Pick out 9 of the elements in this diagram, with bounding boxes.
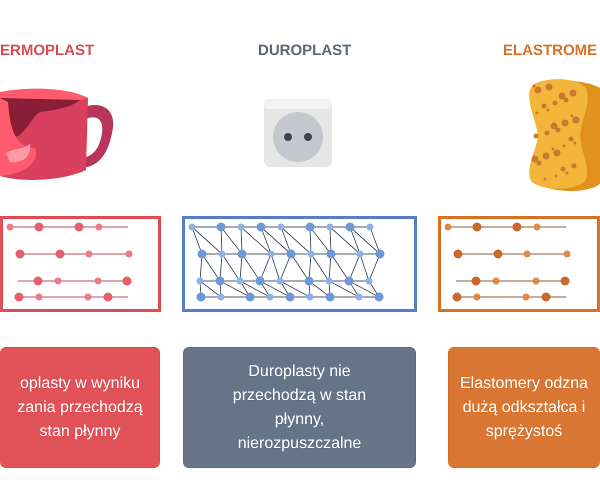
description-text: oplasty w wyniku zania przechodzą stan płynny	[16, 374, 144, 442]
description-box	[183, 347, 416, 468]
description-text: Duroplasty nie przechodzą w stan płynny, nierozpuszczalne	[232, 362, 368, 454]
description-text: Elastomery odzna dużą odkształca i sprężystoś	[458, 374, 590, 442]
column-heading: DUROPLAST	[258, 42, 352, 59]
column-heading: ELASTROME	[503, 42, 598, 59]
description-box	[448, 347, 600, 468]
column-heading: ERMOPLAST	[0, 42, 94, 59]
description-box	[0, 347, 160, 468]
